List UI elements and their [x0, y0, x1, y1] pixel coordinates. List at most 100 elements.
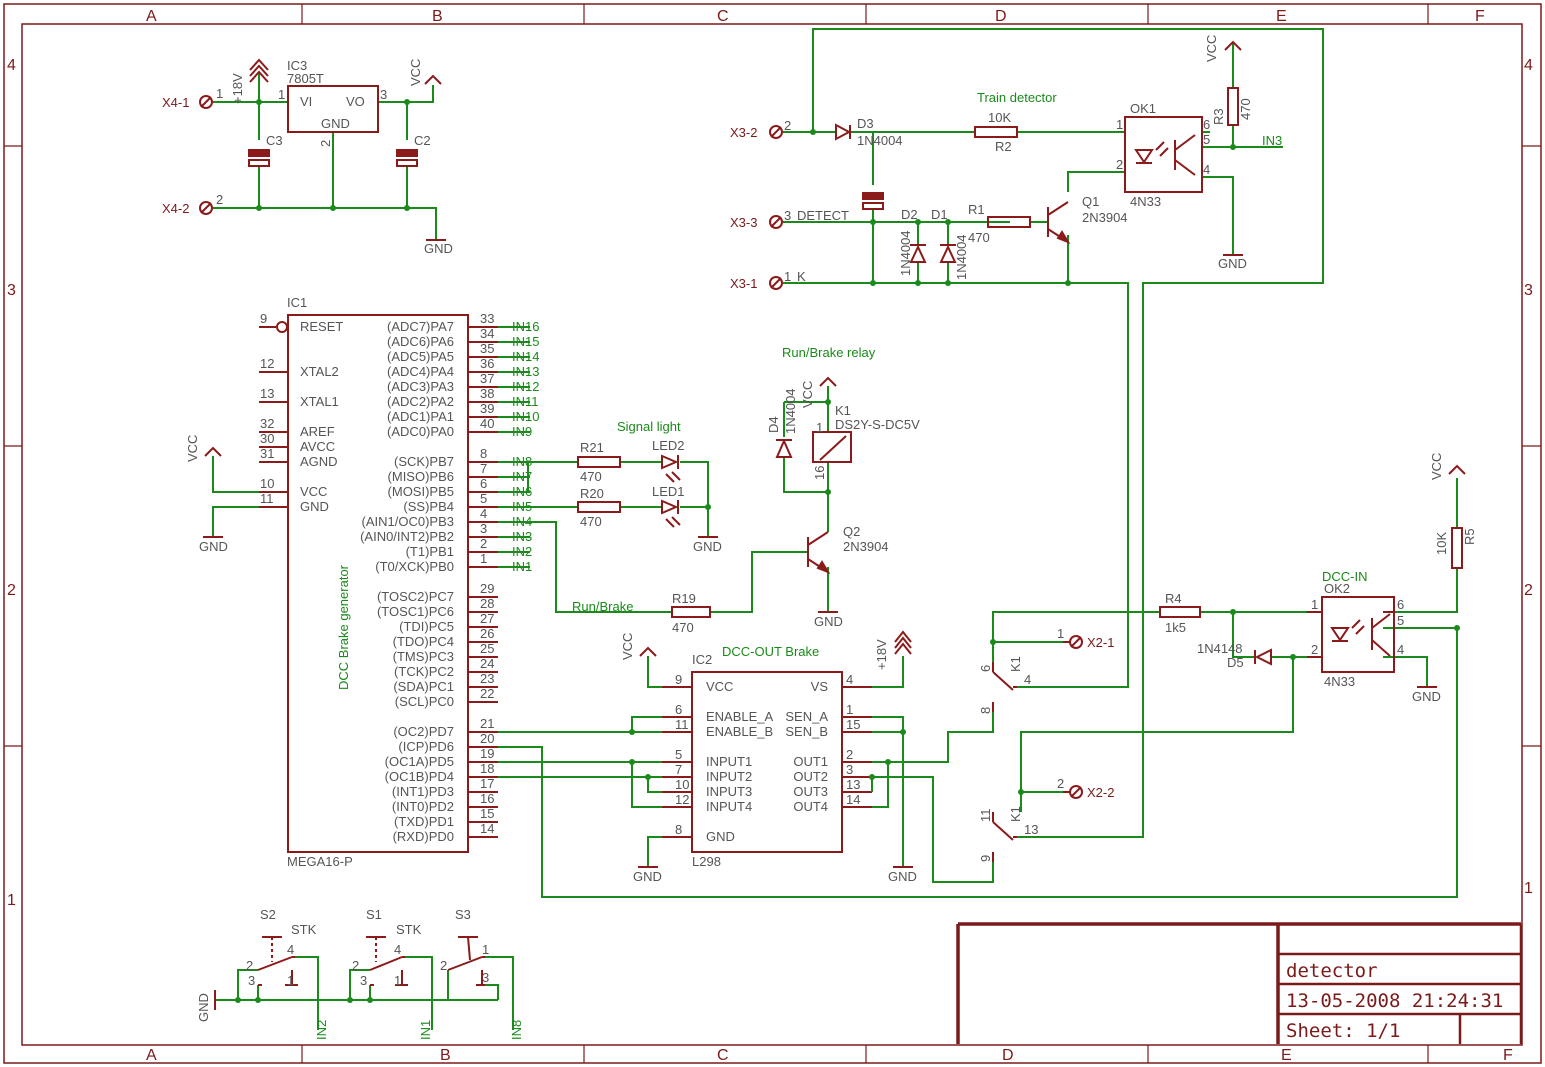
x4-2-label: X4-2 — [162, 201, 189, 216]
k1-value: DS2Y-S-DC5V — [835, 417, 920, 432]
ic1-pin-name: XTAL2 — [300, 364, 339, 379]
ic1-pin-name: (ADC2)PA2 — [387, 394, 454, 409]
pin-number: 2 — [216, 192, 223, 207]
ic1-pin-name: (SS)PB4 — [403, 499, 454, 514]
d4-diode-icon — [775, 438, 793, 458]
pin-number: 9 — [978, 855, 993, 862]
ic3-vo: VO — [346, 94, 365, 109]
net-label: IN11 — [512, 394, 539, 409]
x2-1-label: X2-1 — [1087, 635, 1114, 650]
ic2-pin-name: INPUT3 — [706, 784, 752, 799]
net-label: IN1 — [512, 559, 532, 574]
ic2-pin-number: 11 — [675, 717, 689, 732]
net-label: IN13 — [512, 364, 539, 379]
ic2-pin-number: 6 — [675, 702, 682, 717]
r5-value: 10K — [1434, 532, 1449, 555]
r4-name: R4 — [1165, 591, 1182, 606]
pin-number: 11 — [978, 809, 993, 823]
zone-row-1-right: 1 — [1524, 880, 1533, 897]
ic1-pin-number: 3 — [480, 521, 487, 536]
pin-number: 2 — [440, 958, 447, 973]
ok2-body — [1321, 596, 1395, 673]
x3-3-label: X3-3 — [730, 215, 757, 230]
dcc-in-label: DCC-IN — [1322, 569, 1368, 584]
x3-1-label: X3-1 — [730, 276, 757, 291]
ic2-pin-number: 3 — [846, 762, 853, 777]
ic1-pin-number: 16 — [480, 791, 494, 806]
pin-number: 3 — [248, 973, 255, 988]
ic1-pin-number: 22 — [480, 686, 494, 701]
ic1-pin-name: (TOSC2)PC7 — [377, 589, 454, 604]
vcc-arrow-icon — [1224, 40, 1242, 51]
ic2-pin-name: SEN_A — [785, 709, 828, 724]
s1-pushbutton-icon[interactable] — [366, 936, 408, 986]
q1-value: 2N3904 — [1082, 210, 1128, 225]
s3-switch-icon[interactable] — [447, 936, 485, 986]
ic2-pin-name: OUT2 — [793, 769, 828, 784]
r19-name: R19 — [672, 591, 696, 606]
ic2-pin-number: 2 — [846, 747, 853, 762]
in3-net-label: IN3 — [1262, 133, 1282, 148]
title-datetime: 13-05-2008 21:24:31 — [1286, 990, 1503, 1012]
net-label: IN12 — [512, 379, 539, 394]
r19-resistor — [671, 606, 711, 618]
ic1-pin-name: (SCL)PC0 — [395, 694, 454, 709]
pin-number: 13 — [1024, 822, 1038, 837]
ic1-pin-name: RESET — [300, 319, 343, 334]
k1-contact-b-icon — [992, 812, 1017, 862]
ok2-value: 4N33 — [1324, 674, 1355, 689]
ic3-body — [287, 85, 379, 133]
pin-number: 3 — [482, 970, 489, 985]
gnd-label: GND — [693, 539, 722, 554]
zone-row-4-left: 4 — [7, 57, 16, 74]
ic1-pin-number: 12 — [260, 356, 274, 371]
ic1-pin-name: (T1)PB1 — [406, 544, 454, 559]
ic2-pin-number: 13 — [846, 777, 860, 792]
pin-number: 3 — [380, 87, 387, 102]
ic1-pin-name: (ADC6)PA6 — [387, 334, 454, 349]
zone-row-1-left: 1 — [7, 892, 16, 909]
x3-3-terminal[interactable] — [769, 215, 783, 229]
ic1-pin-number: 30 — [260, 431, 274, 446]
pin-number: 16 — [812, 466, 827, 480]
ic1-pin-name: (RXD)PD0 — [393, 829, 454, 844]
d2-value: 1N4004 — [898, 230, 913, 276]
ic2-pin-name: OUT4 — [793, 799, 828, 814]
ic1-pin-number: 11 — [260, 491, 274, 506]
ic1-pin-name: (MOSI)PB5 — [388, 484, 454, 499]
r4-resistor — [1159, 606, 1201, 618]
pin-number: 2 — [1311, 642, 1318, 657]
vcc-label: VCC — [1204, 35, 1219, 62]
pin-number: 6 — [978, 665, 993, 672]
d3-diode-icon — [835, 123, 852, 141]
r2-name: R2 — [995, 139, 1012, 154]
ic1-pin-number: 31 — [260, 446, 274, 461]
x4-1-terminal[interactable] — [199, 95, 213, 109]
zone-row-4-right: 4 — [1524, 57, 1533, 74]
ic1-pin-name: (INT1)PD3 — [392, 784, 454, 799]
ic1-pin-name: (ADC7)PA7 — [387, 319, 454, 334]
vcc-arrow-icon — [819, 376, 837, 387]
ic1-pin-number: 33 — [480, 311, 494, 326]
k1-coil — [812, 431, 852, 463]
q1-transistor-icon — [1047, 201, 1071, 245]
gnd-label: GND — [196, 993, 211, 1022]
pin-number: 6 — [1203, 117, 1210, 132]
x3-2-terminal[interactable] — [769, 125, 783, 139]
dcc-brake-generator-label: DCC Brake generator — [336, 564, 351, 690]
ic3-gnd: GND — [321, 116, 350, 131]
pin-number: 1 — [287, 973, 294, 988]
run-brake-relay-label: Run/Brake relay — [782, 345, 876, 360]
ic1-pin-number: 1 — [480, 551, 487, 566]
x3-1-terminal[interactable] — [769, 276, 783, 290]
s2-pushbutton-icon[interactable] — [257, 936, 298, 986]
ic1-pin-number: 38 — [480, 386, 494, 401]
x4-2-terminal[interactable] — [199, 201, 213, 215]
ic3-vi: VI — [300, 94, 312, 109]
ic1-pin-name: (ADC0)PA0 — [387, 424, 454, 439]
zone-col-f-bottom: F — [1503, 1047, 1513, 1064]
vcc-label: VCC — [800, 381, 815, 408]
ic2-pin-number: 7 — [675, 762, 682, 777]
